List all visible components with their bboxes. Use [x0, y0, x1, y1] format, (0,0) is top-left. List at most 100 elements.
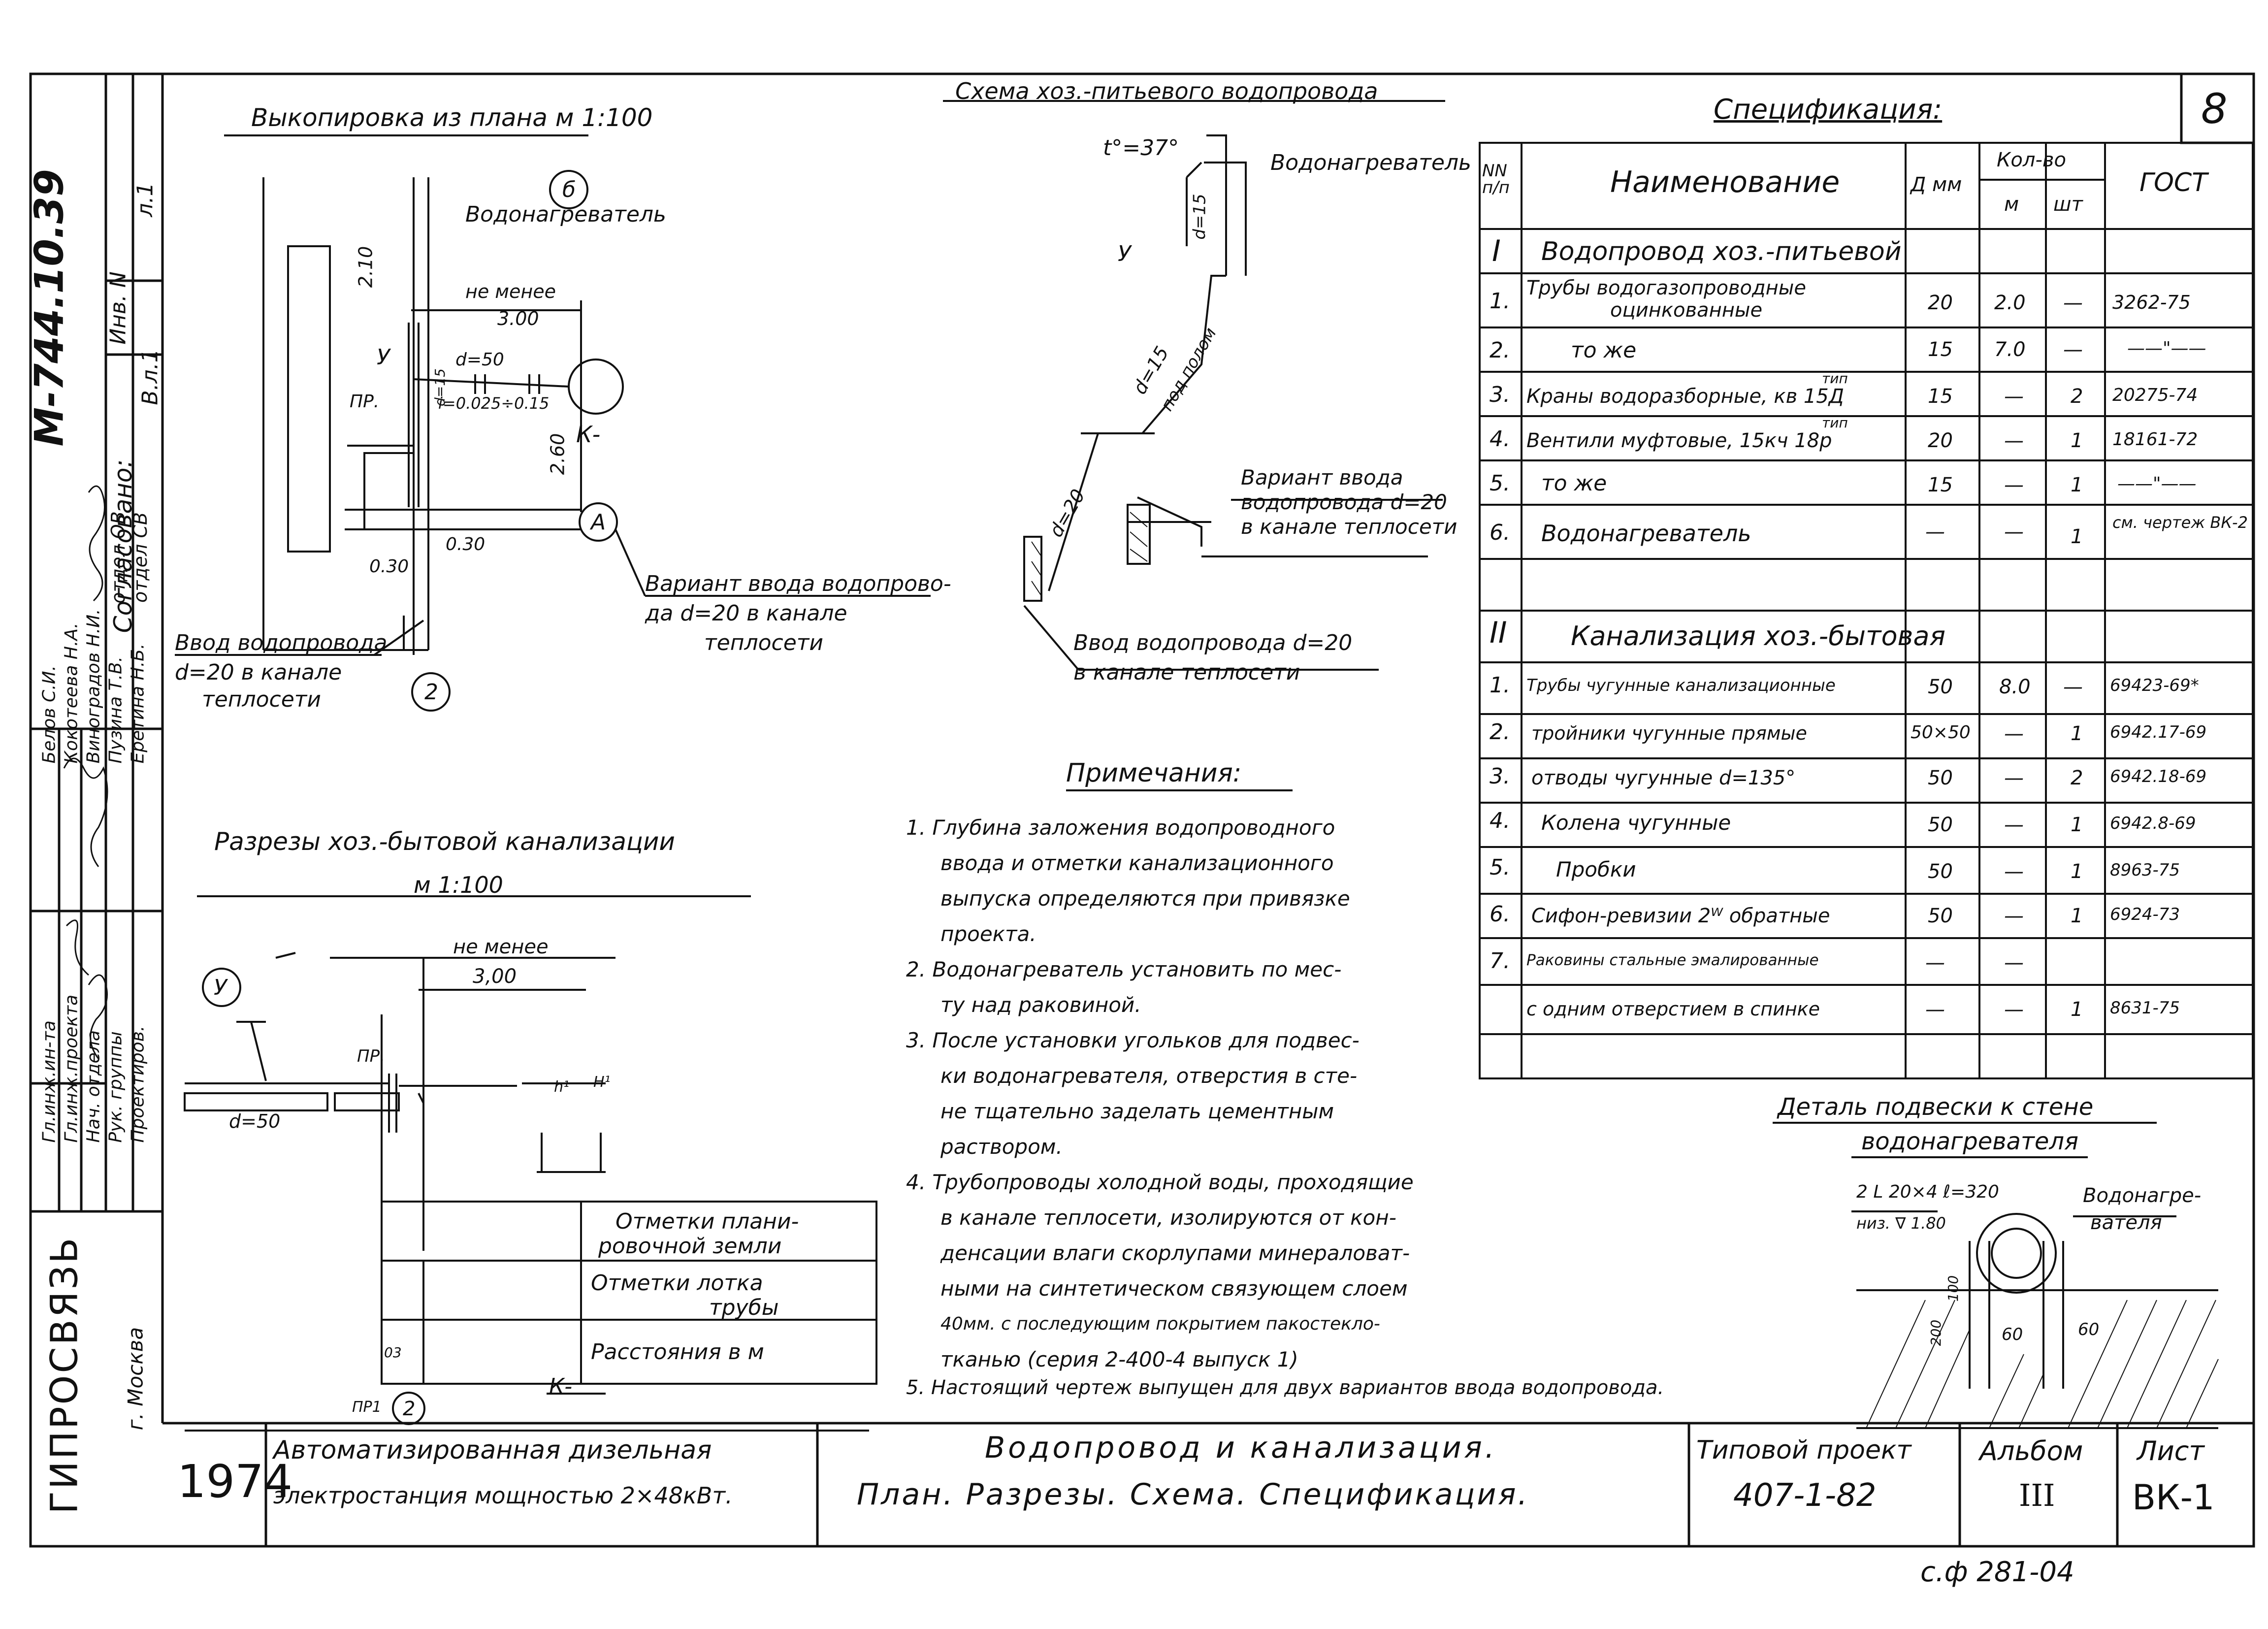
spec-r2-sht: —	[2063, 338, 2083, 361]
stamp-sheet: ВК-1	[2132, 1477, 2215, 1518]
sections-not-less: не менее	[453, 936, 549, 958]
stamp-object-2: электростанция мощностью 2×48кВт.	[273, 1482, 733, 1509]
note-line: в канале теплосети, изолируются от кон-	[940, 1205, 1396, 1230]
detail-heater: Водонагре-	[2083, 1184, 2202, 1207]
note-line: денсации влаги скорлупами минераловат-	[940, 1241, 1410, 1265]
spec-k4-m: —	[2004, 814, 2024, 836]
spec-r1-gost: 3262-75	[2112, 292, 2191, 313]
spec-r5-d: 15	[1928, 474, 1953, 496]
spec-r2-d: 15	[1928, 338, 1953, 361]
plan-axis-a: А	[591, 510, 606, 535]
spec-k3-gost: 6942.18-69	[2110, 767, 2207, 786]
sections-k: К-	[549, 1374, 573, 1399]
spec-r3-name: Краны водоразборные, кв 15Д	[1526, 385, 1844, 408]
spec-k1-n: 1.	[1490, 673, 1510, 698]
note-line: 40мм. с последующим покрытием пакостекло…	[940, 1314, 1380, 1334]
spec-r5-sht: 1	[2071, 474, 2083, 496]
note-line: 3. После установки угольков для подвес-	[906, 1028, 1360, 1052]
sections-h1: h¹	[554, 1078, 570, 1096]
spec-k3-n: 3.	[1490, 764, 1510, 789]
stamp-sheet-label: Лист	[2137, 1435, 2204, 1466]
stamp-album-label: Альбом	[1979, 1435, 2083, 1466]
spec-k3-m: —	[2004, 767, 2024, 789]
sections-title: Разрезы хоз.-бытовой канализации	[214, 827, 675, 856]
stamp-project: 407-1-82	[1733, 1477, 1877, 1514]
spec-k5-name: Пробки	[1556, 857, 1636, 881]
plan-dim-030a: 0.30	[446, 534, 486, 554]
note-line: раствором.	[940, 1135, 1063, 1159]
plan-dim-210: 2.10	[355, 246, 377, 288]
sections-d50: d=50	[229, 1110, 281, 1132]
note-5: 5. Настоящий чертеж выпущен для двух вар…	[906, 1376, 1664, 1399]
spec-sec2-name: Канализация хоз.-бытовая	[1571, 620, 1945, 652]
spec-r6-d: —	[1925, 521, 1945, 543]
spec-k7-m: —	[2004, 951, 2024, 974]
plan-variant-1: Вариант ввода водопрово-	[645, 571, 951, 596]
plan-slope: i=0.025÷0.15	[438, 394, 550, 413]
spec-r1-sht: —	[2063, 292, 2083, 314]
spec-k8-sht: 1	[2071, 998, 2083, 1021]
spec-r6-name: Водонагреватель	[1541, 520, 1751, 547]
plan-dim-260: 2.60	[547, 433, 569, 475]
detail-title-2: водонагревателя	[1861, 1128, 2078, 1155]
sections-row3: Расстояния в м	[591, 1339, 764, 1365]
spec-k5-m: —	[2004, 860, 2024, 883]
spec-r6-n: 6.	[1490, 520, 1510, 545]
spec-k6-n: 6.	[1490, 902, 1510, 927]
note-line: не тщательно заделать цементным	[940, 1099, 1334, 1123]
sections-n03: 03	[384, 1344, 402, 1361]
name-3: Виноградов Н.И.	[83, 609, 104, 764]
spec-h-nn: NN п/п	[1482, 161, 1510, 197]
scheme-d15a: d=15	[1190, 194, 1210, 240]
scheme-variant-3: в канале теплосети	[1241, 515, 1458, 539]
spec-r4-sht: 1	[2071, 429, 2083, 452]
spec-r3-gost: 20275-74	[2112, 385, 2198, 405]
spec-r5-gost: ——"——	[2117, 474, 2197, 494]
spec-k8-gost: 8631-75	[2110, 998, 2180, 1018]
note-line: ввода и отметки канализационного	[940, 851, 1334, 875]
stamp-title-2: План. Разрезы. Схема. Спецификация.	[857, 1477, 1529, 1512]
stamp-bottom-code: с.ф 281-04	[1920, 1556, 2074, 1588]
role-3: Нач. отдела	[83, 1030, 104, 1143]
plan-input-3: теплосети	[202, 687, 321, 712]
spec-r3-sht: 2	[2071, 385, 2083, 408]
scheme-variant-2: водопровода d=20	[1241, 490, 1447, 514]
spec-r5-n: 5.	[1490, 471, 1510, 496]
sections-row2a: Отметки лотка	[591, 1271, 763, 1296]
sections-row1b: ровочной земли	[598, 1234, 782, 1259]
spec-k2-name: тройники чугунные прямые	[1531, 722, 1807, 744]
dept-sv: отдел СВ	[130, 512, 151, 603]
note-line: 2. Водонагреватель установить по мес-	[906, 957, 1342, 981]
spec-r4-d: 20	[1928, 429, 1953, 452]
spec-k4-n: 4.	[1490, 808, 1510, 833]
spec-r3-tip: тип	[1822, 370, 1848, 387]
detail-dim-60b: 60	[2078, 1320, 2100, 1339]
sections-not-less-val: 3,00	[473, 965, 517, 988]
org-city: г. Москва	[123, 1327, 148, 1431]
note-line: проекта.	[940, 922, 1037, 946]
spec-k3-name: отводы чугунные d=135°	[1531, 767, 1796, 789]
stamp-year: 1974	[177, 1455, 293, 1508]
spec-k6-m: —	[2004, 905, 2024, 927]
spec-h-qty: Кол-во	[1997, 149, 2066, 171]
scheme-input-1: Ввод водопровода d=20	[1073, 630, 1353, 655]
sections-pr: ПР.	[357, 1046, 385, 1066]
spec-r6-gost: см. чертеж ВК-2	[2112, 513, 2248, 532]
plan-not-less-val: 3.00	[497, 308, 539, 329]
spec-r4-tip: тип	[1822, 415, 1848, 431]
spec-k6-d: 50	[1928, 905, 1953, 927]
spec-k5-gost: 8963-75	[2110, 860, 2180, 880]
spec-k4-name: Колена чугунные	[1541, 811, 1731, 835]
spec-k5-d: 50	[1928, 860, 1953, 883]
detail-dim-60a: 60	[2002, 1325, 2023, 1344]
sheet-l1: л.1	[132, 182, 158, 217]
spec-r1-d: 20	[1928, 292, 1953, 314]
spec-h-d: Д мм	[1911, 173, 1962, 196]
spec-r2-n: 2.	[1490, 338, 1510, 363]
detail-dim-100: 100	[1945, 1275, 1962, 1302]
spec-r2-name: то же	[1571, 338, 1637, 363]
spec-r6-sht: 1	[2071, 525, 2083, 548]
spec-k1-d: 50	[1928, 676, 1953, 698]
plan-axis-2: 2	[424, 680, 438, 705]
